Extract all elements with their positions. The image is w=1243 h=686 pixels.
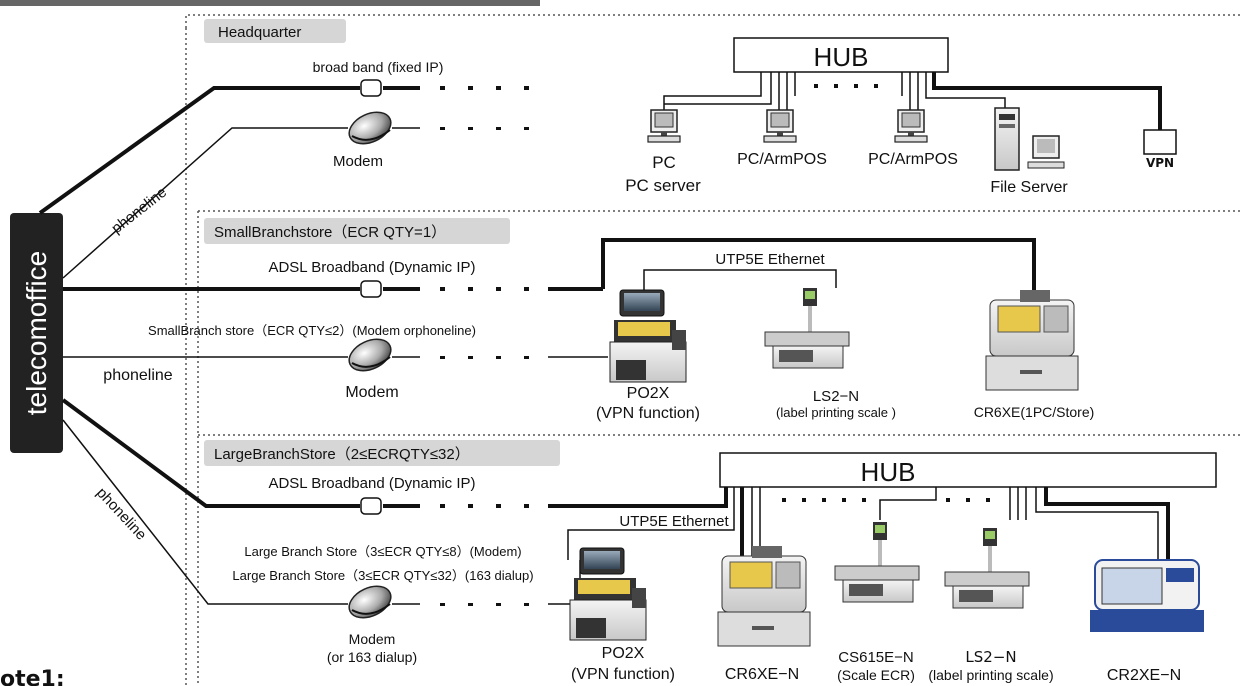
small-cr6xe-label: CR6XE(1PC/Store) [974,404,1095,420]
pc-label: PC [652,153,676,172]
large-po2x-label: PO2X [602,645,645,662]
cash-register-icon [985,289,1079,391]
svg-text:LargeBranchStore（2≤ECRQTY≤32）: LargeBranchStore（2≤ECRQTY≤32） [214,446,470,463]
svg-text:telecomoffice: telecomoffice [21,251,52,415]
large-adsl-label: ADSL Broadband (Dynamic IP) [268,475,475,492]
large-hub-dots [782,498,990,502]
modem-icon [343,332,397,378]
hq-hub-links [663,72,1162,130]
connection-lines [38,86,420,605]
modem-icon [343,105,397,151]
small-adsl-label: ADSL Broadband (Dynamic IP) [268,259,475,276]
pos1-label: PC/ArmPOS [737,151,827,168]
pc-server-icon [647,109,681,143]
large-ls2-sub: (label printing scale) [928,667,1053,683]
pos-terminal-icon [894,109,928,143]
large-cr2xe-label: CR2XE−N [1107,667,1181,684]
small-alt-label: SmallBranch store（ECR QTY≤2）(Modem orpho… [148,323,476,338]
label-scale-icon [944,527,1030,609]
large-hub: HUB [719,452,1217,488]
section-label-small-branch: SmallBranchstore（ECR QTY=1） [204,218,510,244]
large-alt-label-2: Large Branch Store（3≤ECR QTY≤32）(163 dia… [232,568,533,583]
file-server-icon [994,107,1065,171]
top-bar [0,0,540,6]
large-ls2-label: LS2−N [965,648,1016,666]
po2x-terminal-icon [569,547,647,641]
svg-text:SmallBranchstore（ECR QTY=1）: SmallBranchstore（ECR QTY=1） [214,224,446,241]
cr2xe-register-icon [1090,559,1204,632]
modem-icon [343,579,397,625]
note-label: ote1: [0,667,65,686]
large-po2x-sub: (VPN function) [571,666,675,683]
hq-hub: HUB [733,37,949,73]
hq-modem-label: Modem [333,153,383,170]
svg-text:Headquarter: Headquarter [218,24,301,41]
large-cs615-label: CS615E−N [838,649,913,666]
pos-terminal-icon [763,109,797,143]
small-po2x-label: PO2X [627,385,670,402]
small-phoneline-label: phoneline [103,367,173,384]
small-utp-label: UTP5E Ethernet [715,251,825,268]
section-label-large-branch: LargeBranchStore（2≤ECRQTY≤32） [204,440,560,466]
scale-ecr-icon [834,521,920,603]
svg-text:HUB: HUB [861,457,916,487]
large-cr6xe-label: CR6XE−N [725,666,799,683]
po2x-terminal-icon [609,289,687,383]
large-alt-label-1: Large Branch Store（3≤ECR QTY≤8）(Modem) [244,544,521,559]
section-borders [185,14,1243,686]
pc-server-label: PC server [625,176,701,195]
line-connectors [360,79,382,515]
file-server-label: File Server [990,179,1068,196]
small-ls2-sub: (label printing scale ) [776,405,896,420]
hq-phoneline-label: phoneline [108,184,170,237]
small-ls2-label: LS2−N [813,388,859,405]
small-po2x-sub: (VPN function) [596,405,700,422]
cash-register-icon [717,545,811,647]
small-modem-label: Modem [345,384,398,401]
svg-text:HUB: HUB [814,42,869,72]
large-modem-label: Modem [349,631,396,647]
small-branch-links [548,238,1036,358]
hq-broadband-label: broad band (fixed IP) [313,59,444,75]
vpn-icon [1143,129,1177,155]
label-scale-icon [764,287,850,369]
vpn-label: VPN [1146,156,1174,170]
pos2-label: PC/ArmPOS [868,151,958,168]
hq-hub-dots [814,84,878,88]
large-utp-label: UTP5E Ethernet [619,513,729,530]
telecom-office-box: telecomoffice [10,213,63,453]
section-label-headquarter: Headquarter [204,19,346,43]
dotted-continuations [440,86,529,606]
large-modem-sub: (or 163 dialup) [327,649,417,665]
large-hub-links [548,487,1170,605]
large-cs615-sub: (Scale ECR) [837,667,915,683]
